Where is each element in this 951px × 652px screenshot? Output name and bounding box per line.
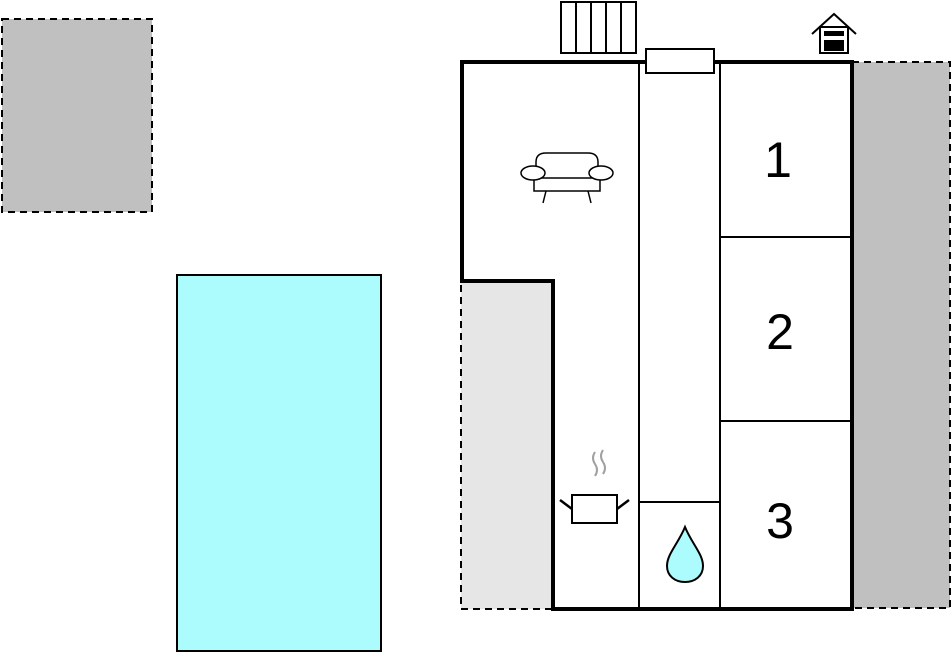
water-drop-icon [665, 524, 705, 584]
swimming-pool [176, 274, 382, 652]
outdoor-area-right [851, 61, 951, 609]
window-icon [645, 48, 715, 74]
room-number-1: 1 [764, 132, 792, 188]
radiator-icon [560, 1, 637, 54]
sofa-icon [520, 152, 614, 204]
outdoor-area-top-left [1, 18, 153, 213]
cooking-pot-icon [559, 449, 630, 524]
terrace [460, 281, 554, 610]
fireplace-icon [811, 12, 857, 54]
room-number-2: 2 [766, 304, 794, 360]
room-number-3: 3 [766, 493, 794, 549]
house-outer-wall [460, 60, 854, 611]
